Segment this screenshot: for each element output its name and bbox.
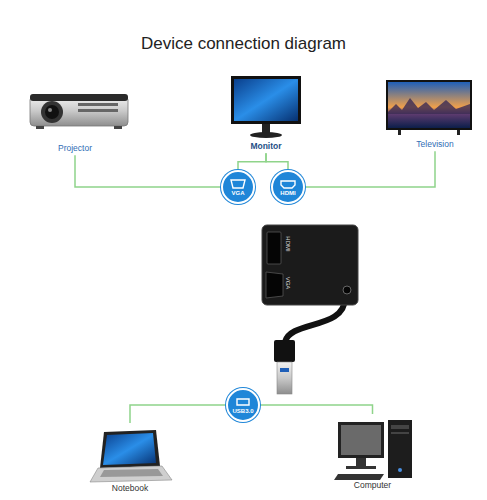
port-label: HDMI <box>280 190 295 196</box>
device-label: Monitor <box>225 142 307 151</box>
connector-line <box>260 405 373 414</box>
connector-line <box>266 153 288 170</box>
usb-port-icon <box>235 397 251 407</box>
device-node: Projector <box>20 80 130 155</box>
computer-picture <box>334 420 412 480</box>
port-badge: USB3.0 <box>226 388 260 422</box>
port-marking: HDMI <box>285 236 291 251</box>
device-label: Computer <box>330 481 415 490</box>
connector-line <box>238 153 266 170</box>
television-picture <box>386 80 472 135</box>
device-label: Notebook <box>85 484 175 493</box>
connector-line <box>75 155 221 187</box>
connector-line <box>305 151 435 187</box>
device-label: Projector <box>20 144 130 153</box>
device-node: Computer <box>330 414 415 492</box>
connector-line <box>130 405 226 423</box>
hdmi-port-icon <box>280 179 296 189</box>
projector-picture <box>30 94 128 129</box>
port-label: USB3.0 <box>232 408 253 414</box>
diagram-title: Device connection diagram <box>0 34 487 54</box>
device-node: Notebook <box>85 423 175 495</box>
device-node: Monitor <box>225 72 307 153</box>
port-marking: VGA <box>285 277 291 290</box>
port-label: VGA <box>231 190 244 196</box>
device-label: Television <box>385 140 485 149</box>
notebook-picture <box>90 430 172 482</box>
port-badge: HDMI <box>271 170 305 204</box>
port-badge: VGA <box>221 170 255 204</box>
monitor-picture <box>231 76 301 138</box>
device-node: Television <box>385 78 485 151</box>
vga-port-icon <box>230 179 246 189</box>
adapter-picture <box>262 225 358 394</box>
